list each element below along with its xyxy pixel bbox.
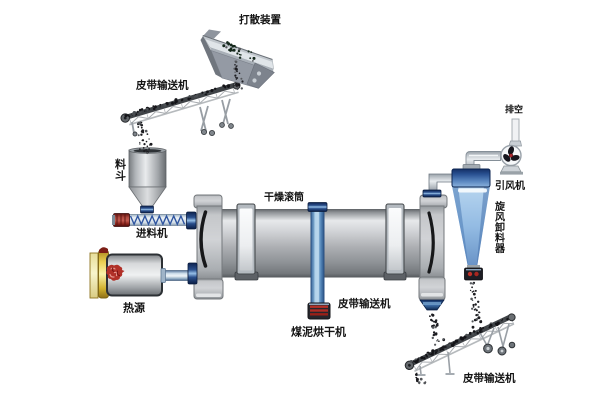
svg-text:热源: 热源 [123, 301, 145, 315]
svg-text:皮带输送机: 皮带输送机 [135, 79, 189, 92]
svg-text:皮带输送机: 皮带输送机 [337, 297, 391, 310]
svg-text:皮带输送机: 皮带输送机 [462, 372, 516, 385]
svg-text:打散装置: 打散装置 [239, 13, 281, 26]
svg-text:排空: 排空 [505, 104, 523, 115]
svg-text:旋: 旋 [494, 200, 506, 213]
svg-text:器: 器 [494, 243, 506, 255]
svg-text:料: 料 [115, 157, 126, 171]
svg-text:煤泥烘干机: 煤泥烘干机 [291, 325, 346, 339]
svg-text:斗: 斗 [115, 170, 126, 183]
svg-text:料: 料 [495, 232, 505, 245]
svg-text:卸: 卸 [495, 221, 505, 234]
svg-text:风: 风 [495, 212, 505, 224]
svg-text:干燥滚筒: 干燥滚筒 [264, 191, 304, 204]
svg-text:引风机: 引风机 [495, 179, 525, 192]
svg-text:进料机: 进料机 [136, 227, 168, 240]
